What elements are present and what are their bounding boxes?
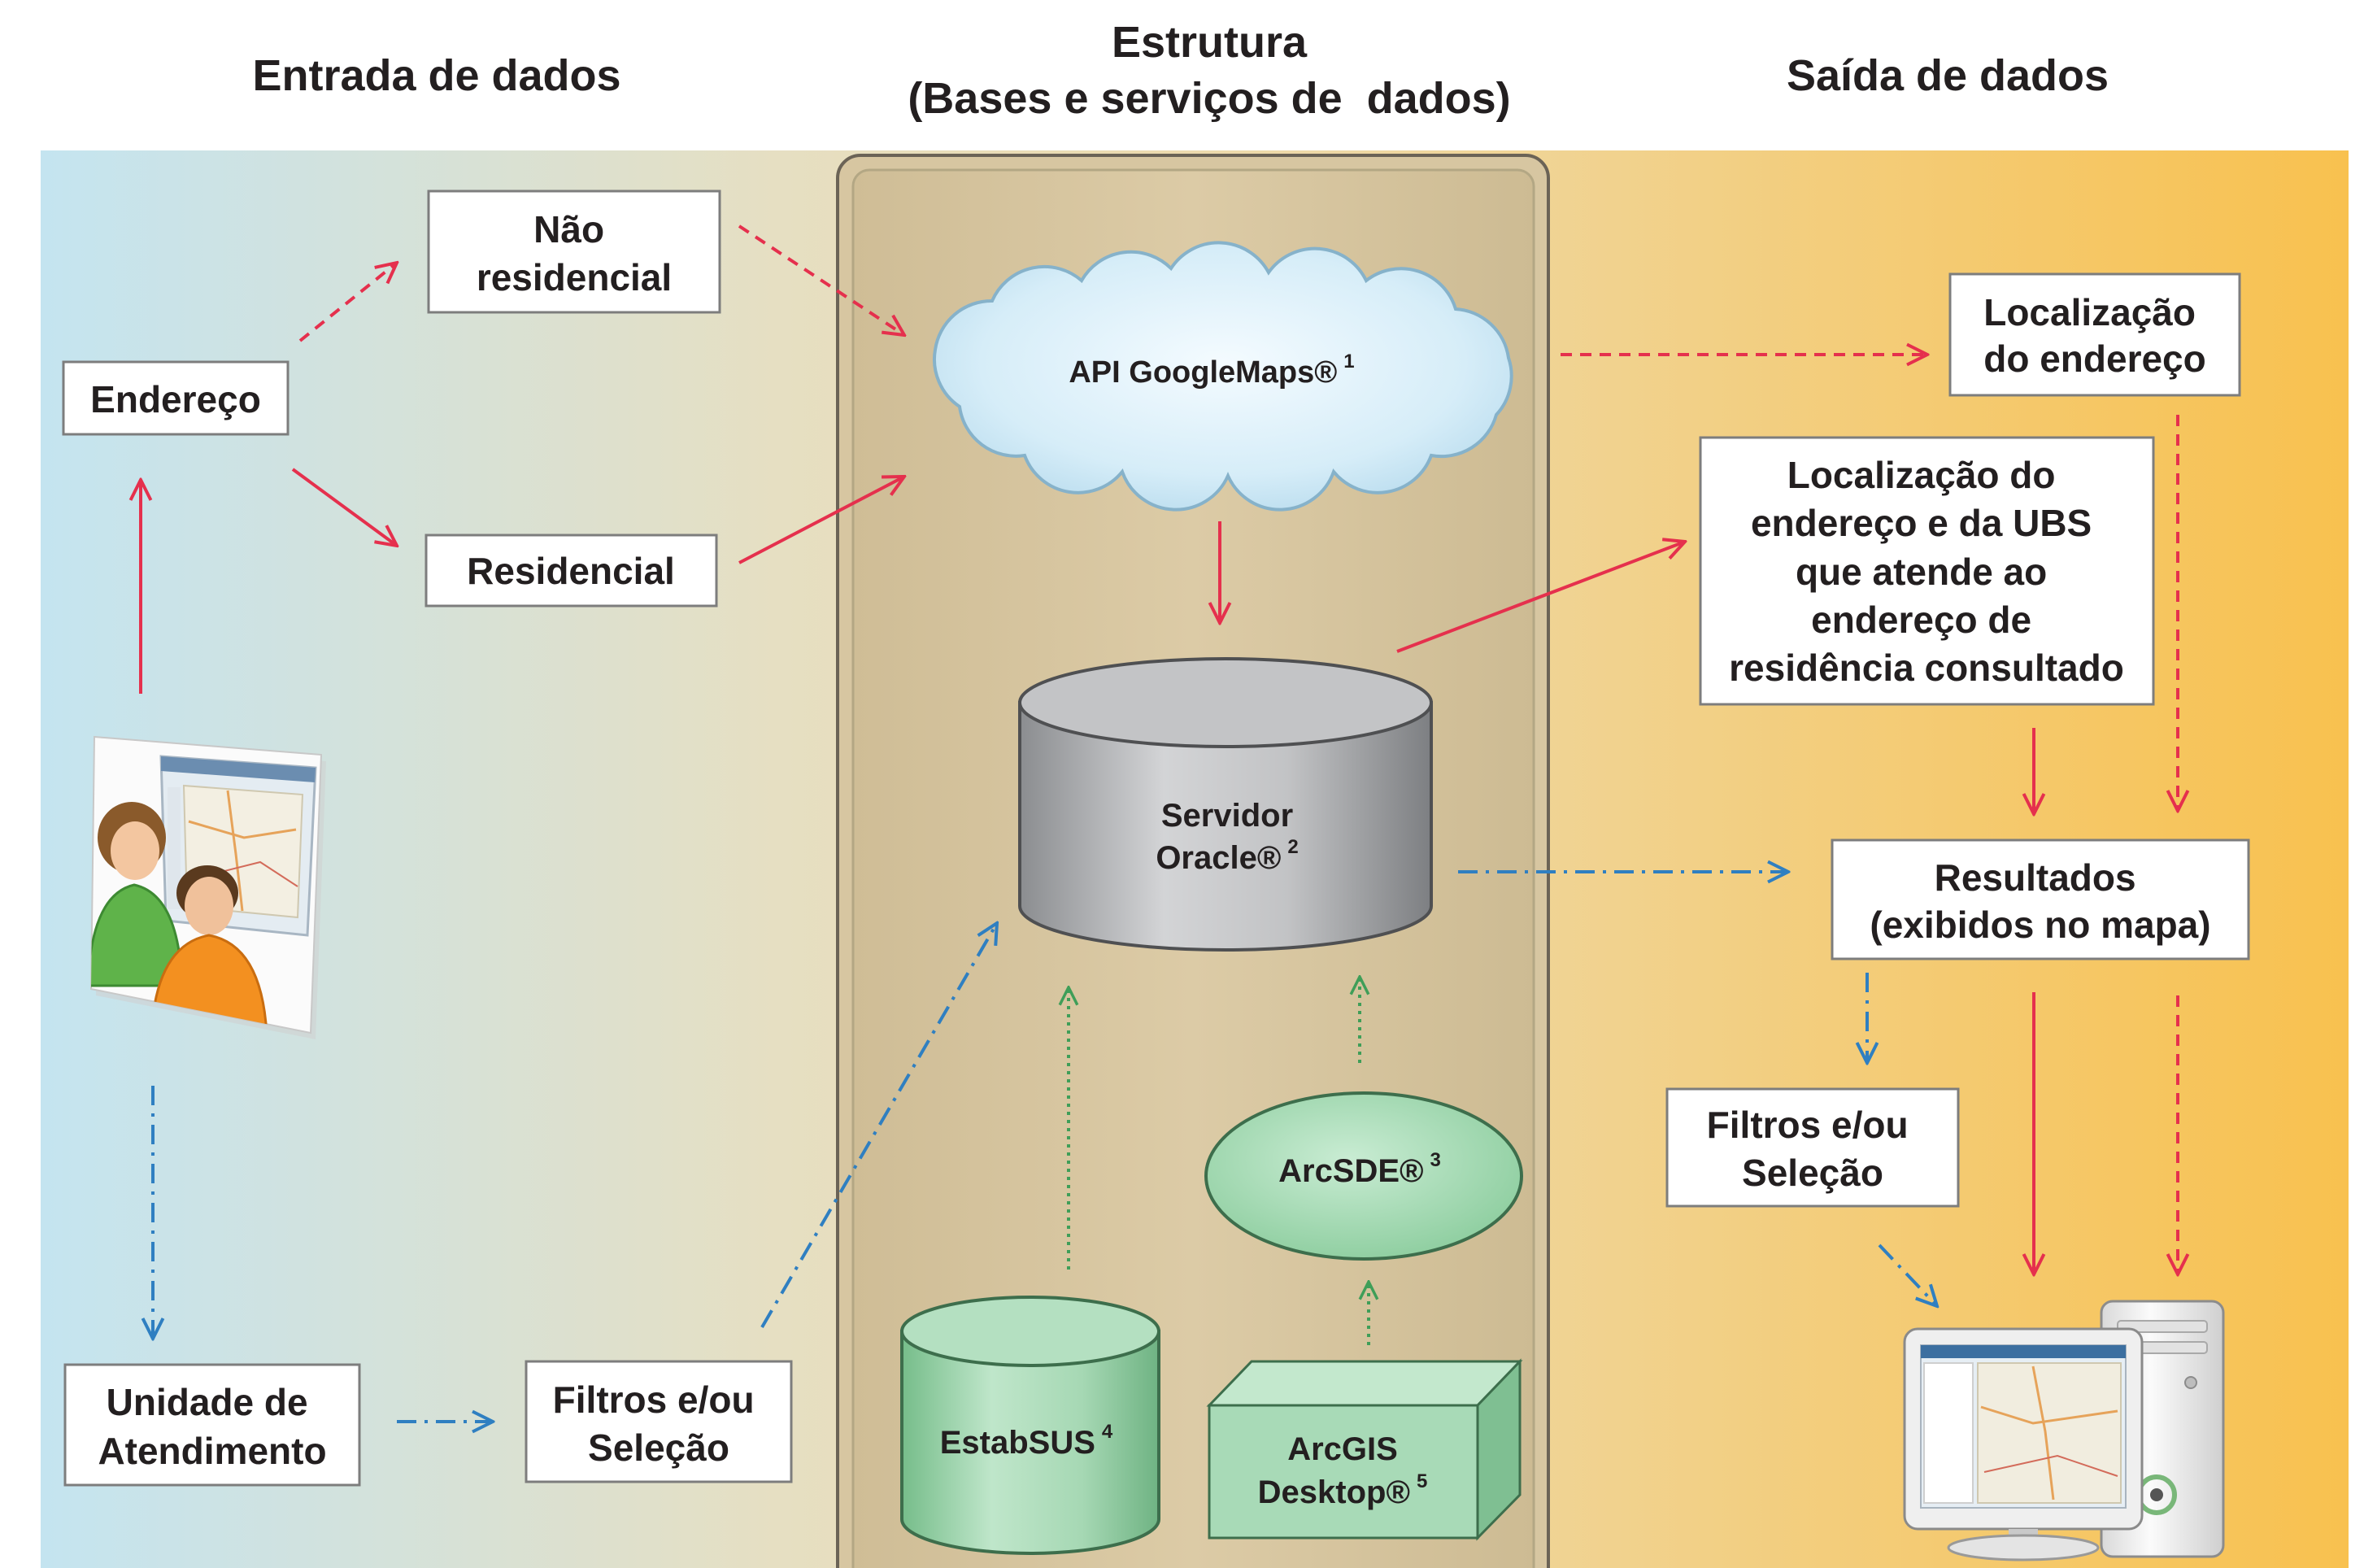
label-line: Filtros e/ou <box>553 1379 755 1421</box>
footnote-marker: 2 <box>1287 836 1298 858</box>
arrow-endereco-to-residencial <box>291 468 397 546</box>
oracle-label-line2: Oracle® 2 <box>1156 836 1298 877</box>
footnote-marker: 3 <box>1430 1149 1441 1171</box>
label-line: Localização do <box>1787 454 2056 496</box>
residencial-box: Residencial <box>424 534 718 608</box>
input-filtros-box: Filtros e/ou Seleção <box>525 1360 793 1483</box>
unidade-atendimento-label: Unidade de Atendimento <box>98 1381 326 1472</box>
users-icon <box>89 735 326 1039</box>
nao-residencial-label: Não residencial <box>477 208 672 298</box>
structure-section-title: Estrutura <box>1112 18 1308 67</box>
input-filtros-label: Filtros e/ou Seleção <box>553 1379 765 1469</box>
output-section-title: Saída de dados <box>1787 51 2109 100</box>
resultados-label: Resultados (exibidos no mapa) <box>1870 856 2210 946</box>
endereco-box: Endereço <box>62 360 290 436</box>
structure-section-subtitle: (Bases e serviços de dados) <box>908 74 1510 123</box>
api-googlemaps-label: API GoogleMaps® 1 <box>1069 351 1354 390</box>
label-line: Seleção <box>588 1426 729 1469</box>
residencial-label: Residencial <box>467 550 675 592</box>
footnote-marker: 1 <box>1343 351 1354 372</box>
arrow-residencial-to-api <box>738 477 904 564</box>
label-line: Filtros e/ou <box>1707 1104 1909 1146</box>
resultados-box: Resultados (exibidos no mapa) <box>1831 838 2250 960</box>
arrow-nao-residencial-to-api <box>738 224 904 335</box>
arrows <box>141 224 2178 1422</box>
output-filtros-label: Filtros e/ou Seleção <box>1707 1104 1919 1194</box>
computer-icon <box>1903 1300 2225 1561</box>
output-filtros-box: Filtros e/ou Seleção <box>1665 1087 1960 1208</box>
input-section-title: Entrada de dados <box>252 51 620 100</box>
localizacao-endereco-box: Localização do endereço <box>1948 272 2241 397</box>
unidade-atendimento-box: Unidade de Atendimento <box>63 1363 361 1487</box>
estabsus-label: EstabSUS 4 <box>940 1421 1113 1461</box>
arcgis-label-line2: Desktop® 5 <box>1258 1470 1428 1511</box>
label-line: Localização <box>1983 291 2196 333</box>
label-line: Seleção <box>1742 1152 1883 1194</box>
footnote-marker: 5 <box>1417 1470 1427 1492</box>
nao-residencial-box: Não residencial <box>427 189 721 314</box>
localizacao-ubs-label: Localização do endereço e da UBS que ate… <box>1729 454 2124 689</box>
footnote-marker: 4 <box>1102 1421 1113 1443</box>
label-text: EstabSUS <box>940 1425 1095 1461</box>
api-googlemaps-cloud: API GoogleMaps® 1 <box>933 241 1513 512</box>
arcgis-label-line1: ArcGIS <box>1287 1431 1398 1467</box>
arrow-endereco-to-nao-residencial <box>298 263 397 342</box>
label-line: Não <box>533 208 604 250</box>
label-line: Resultados <box>1935 856 2136 899</box>
label-text: ArcSDE® <box>1278 1153 1423 1189</box>
arrow-oracle-to-localizacao-ubs <box>1396 542 1685 653</box>
label-line: endereço de <box>1811 599 2031 641</box>
label-line: que atende ao <box>1796 551 2047 593</box>
label-text: Desktop® <box>1258 1474 1410 1510</box>
localizacao-endereco-label: Localização do endereço <box>1983 291 2206 380</box>
label-line: (exibidos no mapa) <box>1870 904 2210 946</box>
arrow-filtros-to-computer <box>1878 1244 1937 1306</box>
label-line: endereço e da UBS <box>1751 502 2092 544</box>
label-text: API GoogleMaps® <box>1069 355 1337 390</box>
arcsde-ellipse: ArcSDE® 3 <box>1204 1091 1523 1261</box>
label-line: do endereço <box>1983 338 2206 380</box>
oracle-server-cylinder: Servidor Oracle® 2 <box>1018 657 1433 952</box>
arcgis-desktop-box: ArcGIS Desktop® 5 <box>1206 1358 1523 1541</box>
label-line: Atendimento <box>98 1430 326 1472</box>
oracle-label-line1: Servidor <box>1161 798 1293 834</box>
localizacao-ubs-box: Localização do endereço e da UBS que ate… <box>1699 436 2155 706</box>
label-text: Oracle® <box>1156 840 1281 876</box>
label-line: residência consultado <box>1729 647 2124 689</box>
endereco-label: Endereço <box>90 378 261 420</box>
arcsde-label: ArcSDE® 3 <box>1278 1149 1441 1190</box>
label-line: residencial <box>477 256 672 298</box>
estabsus-cylinder: EstabSUS 4 <box>900 1296 1160 1555</box>
label-line: Unidade de <box>107 1381 308 1423</box>
